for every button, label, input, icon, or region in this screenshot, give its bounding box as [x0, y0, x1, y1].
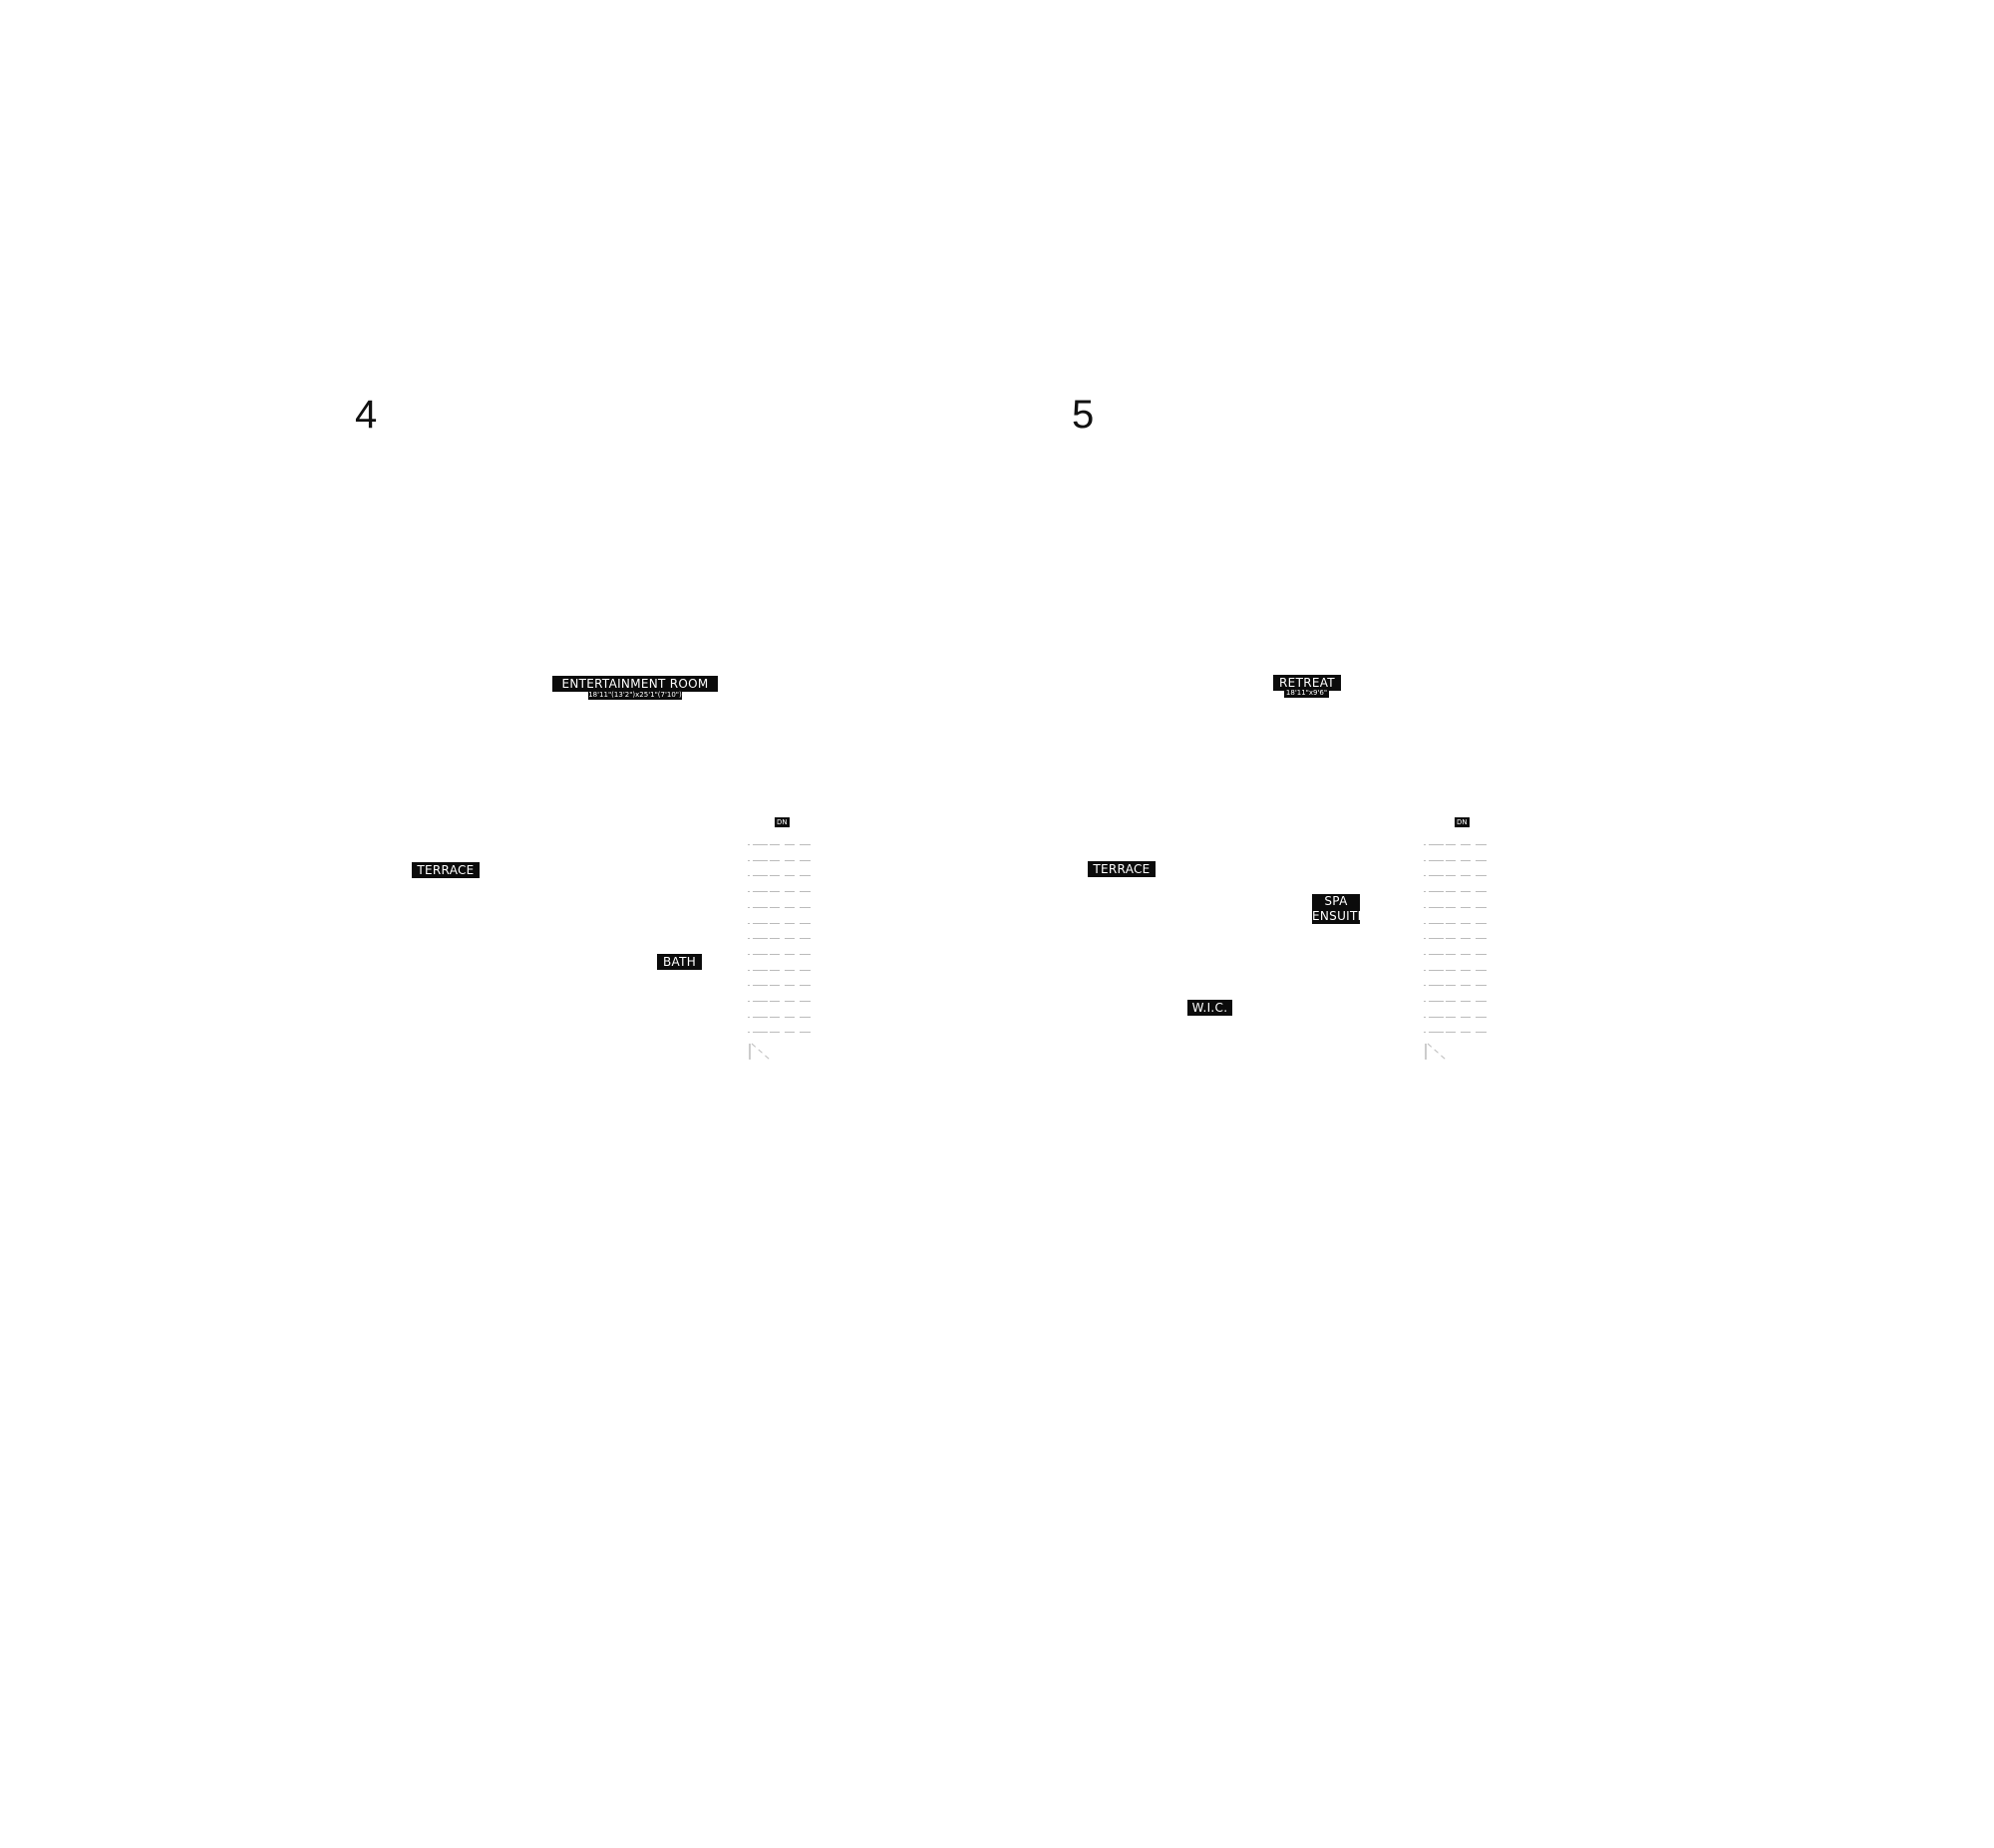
- stair-tread: [748, 985, 818, 987]
- room-label-ensuite: ENSUITE: [1312, 909, 1360, 923]
- room-label-terrace: TERRACE: [1088, 861, 1156, 877]
- stair-down-label: DN: [775, 817, 790, 827]
- stair-tread: [748, 859, 818, 862]
- stair-tread: [1424, 859, 1494, 862]
- stair-tread: [1424, 953, 1494, 956]
- stair-direction-arrow-icon: [749, 1043, 771, 1061]
- stair-tread: [1424, 938, 1494, 940]
- stair-tread: [1424, 985, 1494, 987]
- room-dimensions-retreat: 18'11"x9'6": [1284, 689, 1329, 698]
- stair-down-label: DN: [1455, 817, 1470, 827]
- stair-tread: [1424, 1016, 1494, 1019]
- stair-tread: [1424, 1001, 1494, 1003]
- stair-tread: [1424, 875, 1494, 877]
- stair-tread: [748, 1016, 818, 1019]
- room-dimensions-entertainment: 18'11"(13'2")x25'1"(7'10"): [588, 691, 682, 700]
- stair-tread: [748, 938, 818, 940]
- room-label-retreat: RETREAT: [1273, 675, 1341, 691]
- room-label-entertainment: ENTERTAINMENT ROOM: [552, 676, 718, 692]
- stair-tread: [748, 1001, 818, 1003]
- stair-tread: [748, 922, 818, 925]
- room-label-spa: SPA: [1324, 894, 1348, 908]
- stair-tread: [1424, 969, 1494, 972]
- stair-tread: [1424, 906, 1494, 909]
- room-label-spa-ensuite: SPA ENSUITE: [1312, 894, 1360, 924]
- stair-tread: [748, 969, 818, 972]
- room-label-wic: W.I.C.: [1187, 1000, 1232, 1016]
- stair-tread: [1424, 1032, 1494, 1034]
- plan-number: 4: [355, 393, 378, 437]
- stair-direction-arrow-icon: [1425, 1043, 1447, 1061]
- stair-tread: [748, 953, 818, 956]
- stair-tread: [748, 844, 818, 846]
- stair-tread: [1424, 891, 1494, 893]
- room-label-terrace: TERRACE: [412, 862, 480, 878]
- stair-tread: [1424, 922, 1494, 925]
- stair-tread: [748, 875, 818, 877]
- stair-tread: [748, 891, 818, 893]
- staircase: DN: [748, 817, 818, 1061]
- room-label-bath: BATH: [657, 954, 702, 970]
- stair-tread: [748, 1032, 818, 1034]
- stair-tread: [1424, 844, 1494, 846]
- plan-number: 5: [1072, 393, 1095, 437]
- staircase: DN: [1424, 817, 1494, 1061]
- stair-tread: [748, 906, 818, 909]
